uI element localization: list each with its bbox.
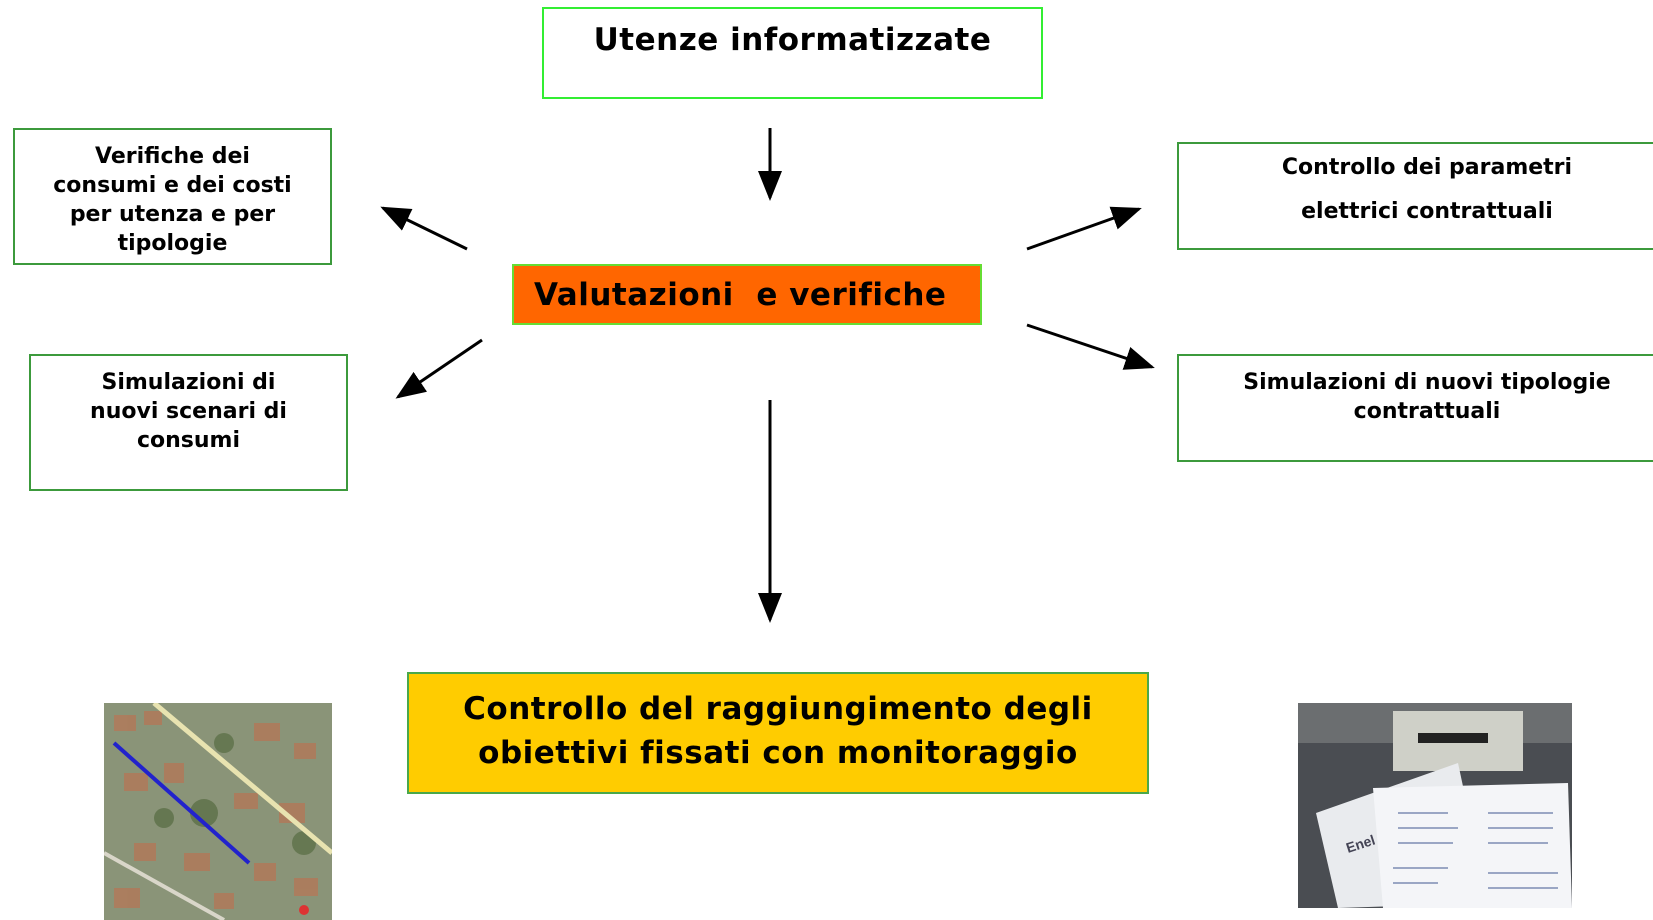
left-bottom-line: Simulazioni di bbox=[101, 370, 276, 395]
left-bottom-line: nuovi scenari di bbox=[90, 399, 287, 424]
right-top-box-controllo: Controllo dei parametri elettrici contra… bbox=[1177, 142, 1653, 250]
top-box-label: Utenze informatizzate bbox=[593, 22, 992, 58]
energy-bill-image: Enel bbox=[1298, 703, 1572, 908]
top-box-utenze: Utenze informatizzate bbox=[542, 7, 1043, 99]
left-top-line: Verifiche dei bbox=[95, 144, 250, 169]
bottom-box-line: obiettivi fissati con monitoraggio bbox=[478, 735, 1078, 771]
bottom-box-controllo-obiettivi: Controllo del raggiungimento degli obiet… bbox=[407, 672, 1149, 794]
left-bottom-line: consumi bbox=[136, 428, 241, 453]
center-box-valutazioni: Valutazioni e verifiche bbox=[512, 264, 982, 325]
left-top-line: consumi e dei costi bbox=[53, 173, 292, 198]
right-bottom-line: Simulazioni di nuovi tipologie bbox=[1243, 370, 1611, 395]
arrow-center-to-left-bottom bbox=[395, 338, 483, 399]
right-top-line: elettrici contrattuali bbox=[1301, 199, 1553, 224]
arrow-center-to-left-top bbox=[380, 206, 468, 251]
aerial-map-image bbox=[104, 703, 332, 920]
right-top-line: Controllo dei parametri bbox=[1281, 155, 1573, 180]
arrow-center-to-right-top bbox=[1026, 206, 1142, 251]
left-top-box-verifiche: Verifiche dei consumi e dei costi per ut… bbox=[13, 128, 332, 265]
arrow-center-to-right-bottom bbox=[1026, 323, 1155, 370]
bottom-box-line: Controllo del raggiungimento degli bbox=[463, 691, 1093, 727]
left-bottom-box-simulazioni: Simulazioni di nuovi scenari di consumi bbox=[29, 354, 348, 491]
left-top-line: tipologie bbox=[117, 231, 228, 256]
right-bottom-box-simulazioni: Simulazioni di nuovi tipologie contrattu… bbox=[1177, 354, 1653, 462]
right-bottom-line: contrattuali bbox=[1353, 399, 1501, 424]
center-box-label: Valutazioni e verifiche bbox=[534, 277, 947, 313]
left-top-line: per utenza e per bbox=[69, 202, 276, 227]
